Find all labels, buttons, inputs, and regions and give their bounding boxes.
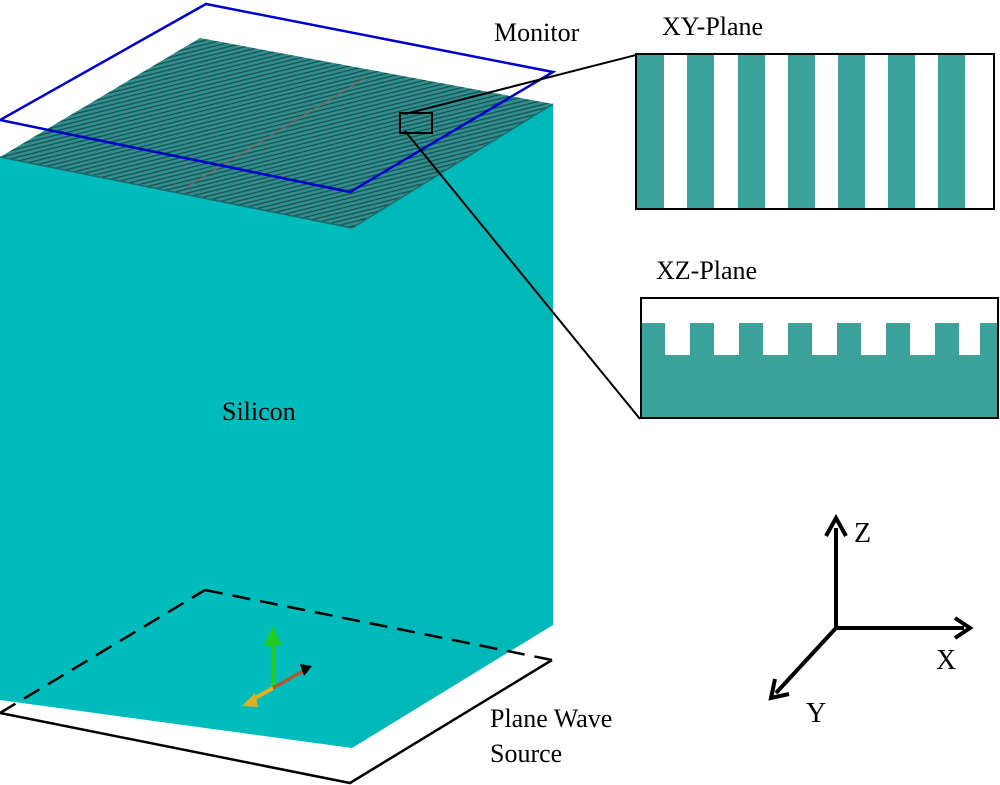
xz-plane-label: XZ-Plane [656, 256, 757, 285]
source-label-line2: Source [490, 739, 562, 768]
y-axis [774, 626, 838, 695]
source-edge-back-left [0, 588, 206, 715]
xy-plane-inset [635, 53, 995, 210]
y-axis-label: Y [806, 698, 826, 729]
xz-plane-frame [640, 297, 999, 419]
silicon-block [0, 38, 554, 748]
xz-substrate [641, 355, 998, 418]
xy-stripe [888, 54, 915, 209]
source-y-arrowhead [242, 693, 258, 707]
xz-tooth [886, 323, 910, 356]
source-z-arrowhead [264, 626, 282, 645]
xz-tooth [980, 323, 998, 356]
x-axis-arrowhead [953, 616, 974, 640]
xz-tooth [837, 323, 861, 356]
silicon-label: Silicon [222, 397, 296, 426]
silicon-side-face [352, 104, 553, 748]
xy-plane-label: XY-Plane [662, 12, 763, 41]
xy-stripe [938, 54, 965, 209]
source-edge-front [0, 658, 553, 785]
zoom-box [399, 112, 433, 134]
grating-highlight-line [184, 77, 366, 189]
callout-line-bottom [404, 130, 641, 420]
z-axis-label: Z [854, 518, 871, 549]
monitor-plane [0, 2, 557, 194]
z-axis-arrowhead [824, 513, 848, 537]
xz-tooth [641, 323, 665, 356]
source-edge-back-right [204, 588, 553, 662]
y-axis-arrowhead [768, 678, 790, 701]
source-x-arrow [272, 668, 306, 690]
monitor-label: Monitor [494, 18, 580, 47]
xy-plane-frame [635, 53, 995, 210]
xy-stripe [788, 54, 815, 209]
silicon-top-face [0, 38, 553, 228]
silicon-front-face [0, 157, 352, 748]
xy-stripe [838, 54, 865, 209]
callout-line-top [404, 53, 641, 115]
silicon-top-edge [0, 156, 353, 229]
xy-stripe [687, 54, 714, 209]
xz-tooth [690, 323, 714, 356]
coordinate-axes [768, 513, 974, 701]
xz-tooth [788, 323, 812, 356]
xz-tooth [739, 323, 763, 356]
source-label-line1: Plane Wave [490, 704, 612, 733]
source-x-arrowhead [300, 664, 312, 676]
xz-tooth [935, 323, 959, 356]
xy-stripe [637, 54, 664, 209]
silicon-top-edge-right [351, 103, 554, 229]
plane-wave-source [0, 588, 553, 785]
x-axis-label: X [936, 645, 956, 676]
xy-stripe [738, 54, 765, 209]
xz-plane-inset [640, 297, 999, 419]
